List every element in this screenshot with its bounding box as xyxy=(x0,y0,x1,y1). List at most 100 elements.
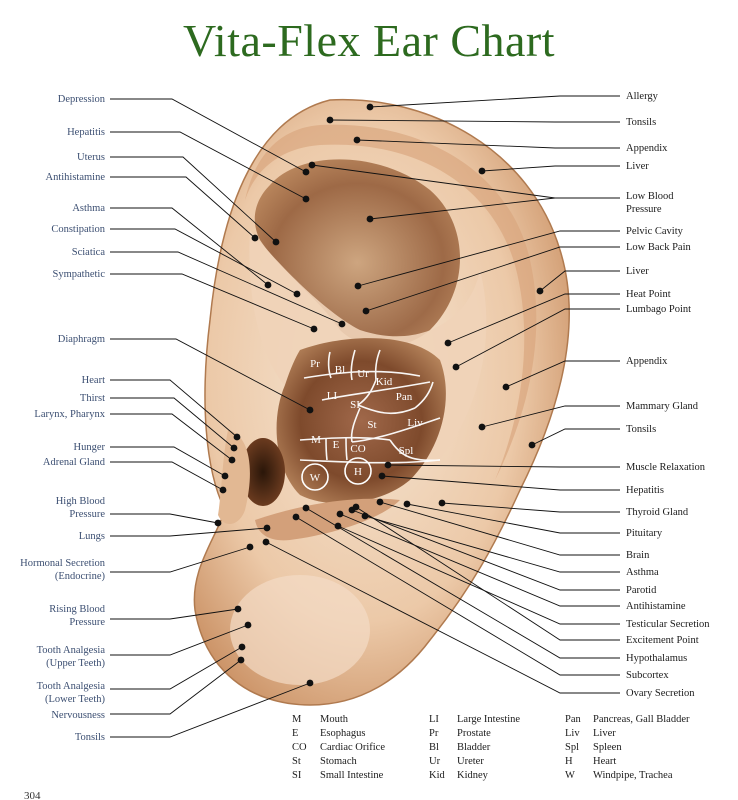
zone-w: W xyxy=(310,472,321,484)
label-left-sciatica: Sciatica xyxy=(71,247,105,258)
zone-spl: Spl xyxy=(399,445,414,457)
left-constipation-point xyxy=(293,290,301,298)
left-tonsils-leader xyxy=(110,682,311,738)
label-left-larynx-pharynx: Larynx, Pharynx xyxy=(34,409,105,420)
label-right-lumbago-point: Lumbago Point xyxy=(626,304,692,315)
right-appendix-point xyxy=(502,383,510,391)
left-thirst-leader xyxy=(110,397,235,449)
legend-name: Prostate xyxy=(457,728,491,739)
right-testicular-secretion-point xyxy=(334,522,342,530)
label-left-constipation: Constipation xyxy=(51,224,105,235)
right-tonsils-point xyxy=(326,116,334,124)
label-right-asthma: Asthma xyxy=(626,567,659,578)
right-hypothalamus-point xyxy=(302,504,310,512)
label-right-allergy: Allergy xyxy=(626,91,658,102)
right-subcortex-leader xyxy=(295,516,620,676)
left-hepatitis-point xyxy=(302,195,310,203)
zone-e: E xyxy=(333,439,340,451)
right-mammary-gland-leader xyxy=(481,405,620,428)
left-hunger-point xyxy=(221,472,229,480)
earlobe xyxy=(230,575,370,685)
legend-abbreviation: H xyxy=(565,756,573,767)
right-pelvic-cavity-leader xyxy=(357,230,620,287)
legend-abbreviation: Spl xyxy=(565,742,580,753)
label-right-low-back-pain: Low Back Pain xyxy=(626,242,691,253)
right-low-blood-pressure-2-point xyxy=(308,161,316,169)
left-tooth-analgesia-upper-teeth-point xyxy=(244,621,252,629)
label-left-hepatitis: Hepatitis xyxy=(67,127,105,138)
right-asthma-point xyxy=(361,512,369,520)
label-right-hypothalamus: Hypothalamus xyxy=(626,653,688,664)
left-nervousness-leader xyxy=(110,659,242,715)
left-uterus-point xyxy=(272,238,280,246)
zone-h: H xyxy=(354,466,362,478)
zone-bl: Bl xyxy=(335,364,345,376)
legend-abbreviation: Liv xyxy=(565,728,580,739)
label-right-appendix: Appendix xyxy=(626,143,668,154)
right-appendix-leader xyxy=(505,360,620,388)
left-hunger-leader xyxy=(110,446,226,477)
antitragus xyxy=(255,498,400,541)
tragus xyxy=(218,430,250,525)
left-sympathetic-point xyxy=(310,325,318,333)
right-excitement-point-leader xyxy=(355,506,620,641)
left-thirst-point xyxy=(230,444,238,452)
upper-fossa xyxy=(254,159,460,347)
left-constipation-leader xyxy=(110,228,298,295)
zone-liv: Liv xyxy=(407,417,423,429)
left-antihistamine-point xyxy=(251,234,259,242)
legend-name: Liver xyxy=(593,728,616,739)
label-right-liver: Liver xyxy=(626,161,649,172)
label-right-excitement-point: Excitement Point xyxy=(626,635,699,646)
left-rising-blood-pressure-leader xyxy=(110,608,239,620)
zone-li: LI xyxy=(327,390,338,402)
right-appendix-point xyxy=(353,136,361,144)
left-heart-leader xyxy=(110,379,238,438)
label-right-tonsils: Tonsils xyxy=(626,117,657,128)
left-sciatica-point xyxy=(338,320,346,328)
left-hormonal-secretion-endocrine-point xyxy=(246,543,254,551)
label-right-muscle-relaxation: Muscle Relaxation xyxy=(626,462,706,473)
right-liver-point xyxy=(478,167,486,175)
zone-pr: Pr xyxy=(310,358,320,370)
right-allergy-point xyxy=(366,103,374,111)
right-low-back-pain-leader xyxy=(365,246,620,312)
left-lungs-leader xyxy=(110,527,268,537)
left-larynx-pharynx-point xyxy=(228,456,236,464)
left-high-blood-pressure-point xyxy=(214,519,222,527)
legend-abbreviation: St xyxy=(292,756,301,767)
right-heat-point-point xyxy=(444,339,452,347)
label-right-antihistamine: Antihistamine xyxy=(626,601,686,612)
label-right-mammary-gland: Mammary Gland xyxy=(626,401,699,412)
legend-name: Spleen xyxy=(593,742,622,753)
legend-name: Heart xyxy=(593,756,617,767)
right-subcortex-point xyxy=(292,513,300,521)
label-left-tooth-analgesia-upper-teeth: Tooth Analgesia(Upper Teeth) xyxy=(36,645,105,669)
right-asthma-leader xyxy=(364,515,620,573)
left-uterus-leader xyxy=(110,156,277,243)
right-pituitary-point xyxy=(403,500,411,508)
label-left-diaphragm: Diaphragm xyxy=(57,334,105,345)
legend-abbreviation: E xyxy=(292,728,299,739)
left-antihistamine-leader xyxy=(110,176,256,239)
helix-fold xyxy=(245,124,537,481)
left-adrenal-gland-point xyxy=(219,486,227,494)
right-allergy-leader xyxy=(369,95,620,108)
legend-name: Esophagus xyxy=(320,728,366,739)
right-thyroid-gland-point xyxy=(438,499,446,507)
right-lumbago-point-point xyxy=(452,363,460,371)
right-appendix-leader xyxy=(356,139,620,149)
left-diaphragm-point xyxy=(306,406,314,414)
right-ovary-secretion-point xyxy=(262,538,270,546)
legend-abbreviation: CO xyxy=(292,742,307,753)
left-sympathetic-leader xyxy=(110,273,315,330)
legend-name: Windpipe, Trachea xyxy=(593,770,673,781)
page-title: Vita-Flex Ear Chart xyxy=(182,15,556,66)
ear-canal xyxy=(241,438,285,506)
right-low-blood-pressure-2-leader xyxy=(311,164,620,199)
left-heart-point xyxy=(233,433,241,441)
